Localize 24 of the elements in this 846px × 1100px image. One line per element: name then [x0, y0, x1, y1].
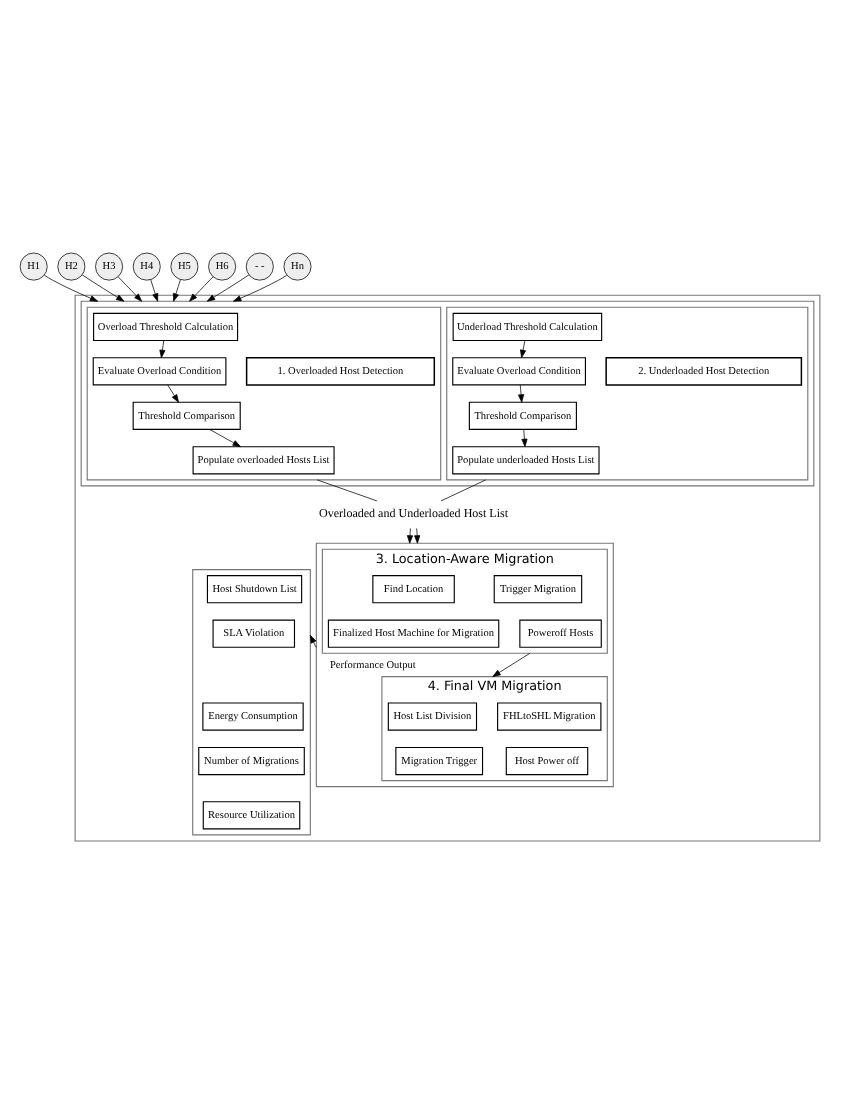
cluster: [192, 569, 311, 836]
arrow: [206, 274, 250, 302]
arrow: [518, 384, 525, 403]
cluster: [80, 300, 815, 487]
arrow: [189, 276, 214, 302]
arrow: [81, 274, 125, 302]
arrow: [406, 528, 413, 544]
arrow: [159, 340, 166, 359]
arrow: [117, 276, 143, 302]
arrow: [414, 528, 421, 544]
arrow: [520, 340, 526, 359]
arrow: [233, 274, 288, 302]
connector: [316, 479, 378, 502]
cluster: [446, 306, 809, 481]
arrow: [172, 279, 181, 302]
arrow: [492, 652, 531, 677]
connector: [440, 479, 487, 502]
arrow: [150, 279, 159, 302]
arrow: [521, 429, 528, 448]
cluster: [86, 306, 442, 481]
arrow: [209, 429, 241, 448]
arrow: [309, 634, 317, 648]
arrow: [44, 274, 99, 302]
arrow: [167, 384, 179, 403]
